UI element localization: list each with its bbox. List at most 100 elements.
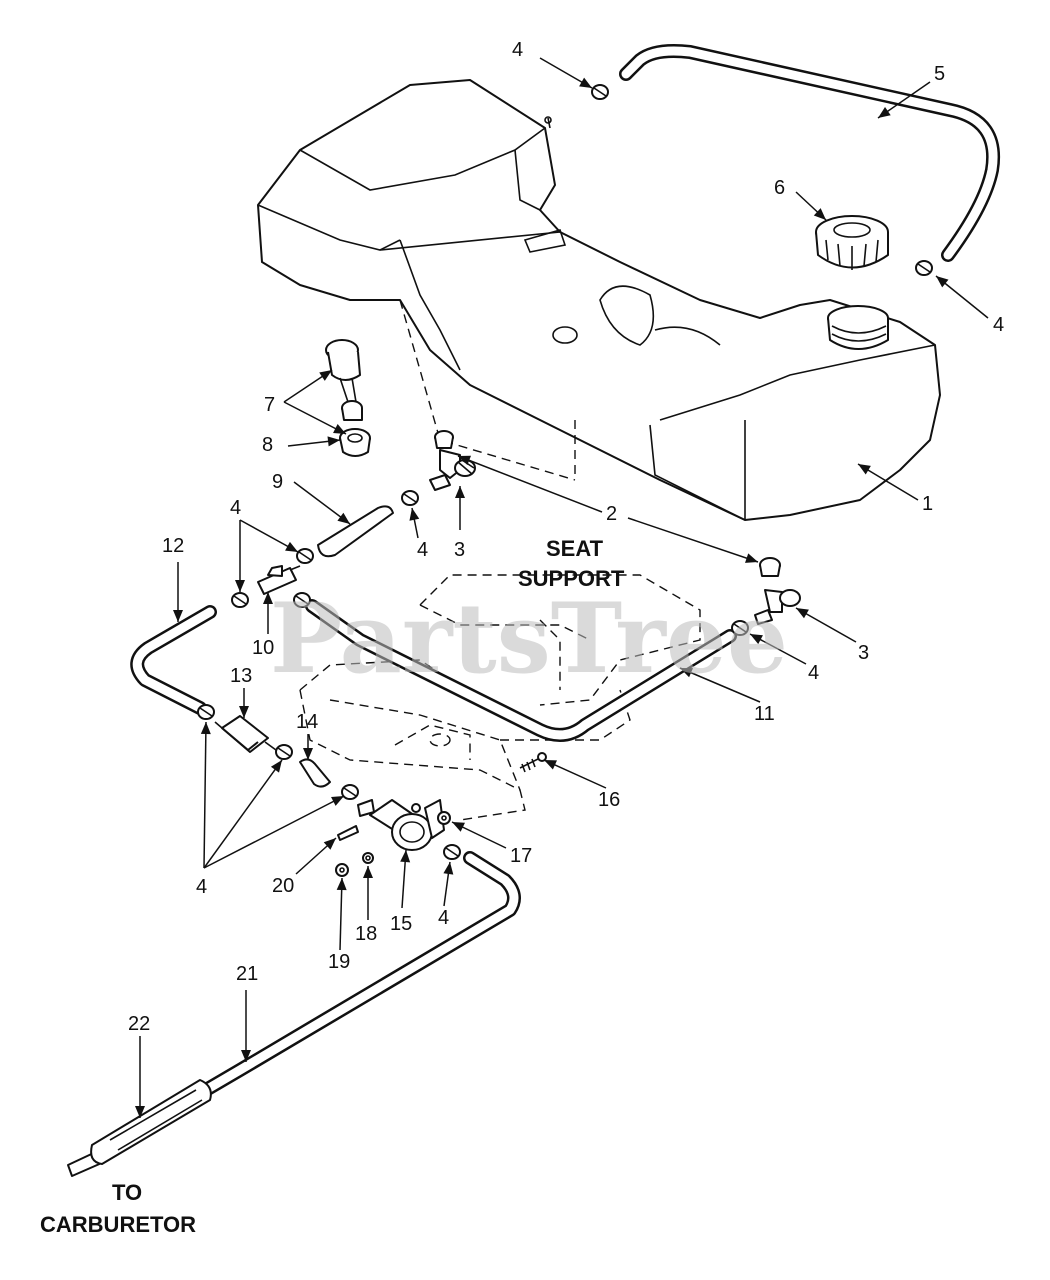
arrowhead [796, 608, 809, 619]
tee-fitting [257, 565, 301, 595]
hose-clamp [341, 784, 359, 800]
arrowhead [858, 464, 871, 475]
to-carburetor-label-line1: TO [112, 1180, 142, 1205]
to-carburetor-label-line2: CARBURETOR [40, 1212, 196, 1237]
leader-line [679, 667, 761, 703]
hose-clamp [296, 548, 314, 564]
arrowhead [333, 424, 346, 434]
arrowhead [235, 580, 245, 592]
hose-9 [317, 505, 394, 558]
vent-hose [619, 44, 1001, 262]
callout-4: 4 [196, 876, 207, 898]
callout-9: 9 [272, 471, 283, 493]
arrowhead [813, 208, 826, 220]
arrowhead [331, 796, 344, 806]
fuel-cap [815, 215, 889, 270]
leader-line [203, 759, 283, 869]
leader-line [339, 877, 343, 951]
hose-11 [305, 599, 737, 742]
hose-clamp [591, 84, 609, 100]
callout-18: 18 [355, 923, 377, 945]
callout-22: 22 [128, 1013, 150, 1035]
callout-12: 12 [162, 535, 184, 557]
arrowhead [323, 838, 336, 850]
callout-4: 4 [512, 39, 523, 61]
hose-clamps [197, 84, 933, 860]
hose-clamp [197, 704, 215, 720]
hose-clamp [443, 844, 461, 860]
arrowhead [241, 1050, 251, 1062]
callout-4: 4 [438, 907, 449, 929]
callout-4: 4 [230, 497, 241, 519]
nut-19 [335, 863, 349, 877]
arrowhead [173, 610, 183, 622]
hose-clamp [401, 490, 419, 506]
leader-line [203, 795, 345, 869]
arrowhead [135, 1106, 145, 1118]
hose-14 [299, 758, 331, 788]
callout-16: 16 [598, 789, 620, 811]
arrowhead [458, 455, 471, 466]
bolt-20 [337, 825, 359, 841]
watermark: PartsTree [270, 582, 788, 695]
callout-4: 4 [808, 662, 819, 684]
seat-support-label-line1: SEAT [546, 536, 604, 561]
fuel-pump [357, 799, 445, 851]
leader-line [203, 721, 207, 869]
callout-19: 19 [328, 951, 350, 973]
arrowhead [443, 862, 454, 875]
arrowhead [270, 760, 282, 773]
arrowhead [680, 668, 693, 678]
hose-clamp [731, 620, 749, 636]
callout-10: 10 [252, 637, 274, 659]
callout-8: 8 [262, 434, 273, 456]
fuel-filter [214, 715, 277, 753]
leader-line [457, 455, 603, 513]
hose-clamp [275, 744, 293, 760]
callout-13: 13 [230, 665, 252, 687]
arrowhead [337, 512, 350, 524]
arrowhead [400, 850, 411, 863]
sleeve-22 [90, 1079, 212, 1165]
arrowhead [263, 592, 273, 604]
arrowhead [200, 722, 211, 735]
arrowhead [750, 634, 763, 645]
arrowhead [745, 553, 758, 563]
hose-clamp [915, 260, 933, 276]
arrowhead [878, 107, 891, 118]
arrowhead [544, 760, 557, 770]
callout-3: 3 [858, 642, 869, 664]
hose-clamp [293, 592, 311, 608]
arrowhead [363, 866, 373, 878]
nut-17 [437, 811, 451, 825]
callout-2: 2 [606, 503, 617, 525]
callout-6: 6 [774, 177, 785, 199]
arrowhead [327, 436, 340, 447]
callout-labels: 4 5 6 4 7 8 9 1 2 4 4 3 12 10 3 4 13 11 … [128, 39, 1004, 1035]
arrowhead [452, 822, 465, 832]
shutoff-valve-left [429, 430, 476, 491]
arrowhead [409, 508, 420, 521]
callout-4: 4 [993, 314, 1004, 336]
callout-14: 14 [296, 711, 318, 733]
callout-20: 20 [272, 875, 294, 897]
arrowhead [455, 486, 465, 498]
seat-support [299, 574, 701, 821]
arrowhead [285, 541, 298, 552]
arrowhead [936, 276, 949, 288]
grommet [339, 428, 371, 457]
arrowhead [239, 706, 249, 718]
seat-support-label-line2: SUPPORT [518, 566, 625, 591]
arrowhead [336, 878, 347, 891]
washer-18 [362, 852, 374, 864]
screw-16 [519, 752, 547, 773]
callout-4: 4 [417, 539, 428, 561]
callout-11: 11 [754, 703, 775, 725]
leader-line [627, 517, 759, 563]
callout-1: 1 [922, 493, 933, 515]
shutoff-valve-right [754, 557, 801, 625]
callout-5: 5 [934, 63, 945, 85]
arrowhead [319, 370, 332, 381]
callout-17: 17 [510, 845, 532, 867]
